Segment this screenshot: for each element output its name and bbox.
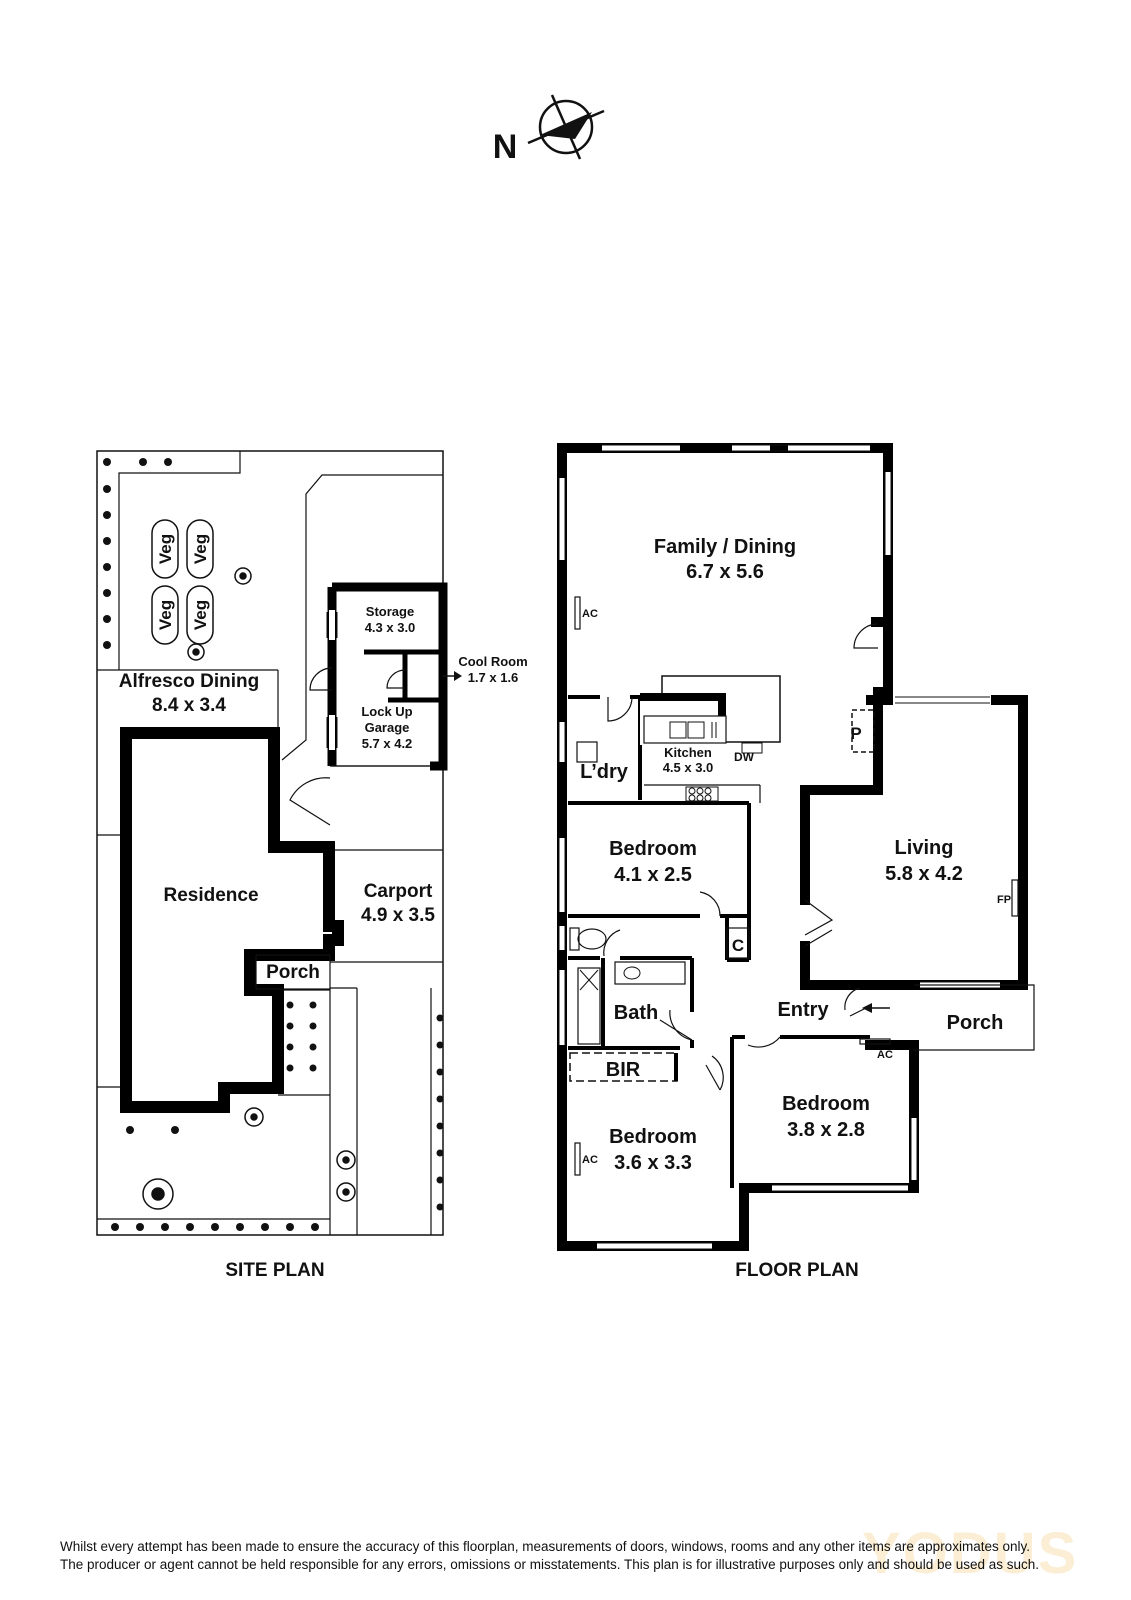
bedroom-1-name: Bedroom xyxy=(609,838,697,860)
north-compass-icon: N xyxy=(493,94,605,166)
site-plan: Veg Veg Veg Veg xyxy=(96,450,528,1281)
family-dining-name: Family / Dining xyxy=(654,536,796,558)
site-boundary xyxy=(96,450,444,1236)
carport-name: Carport xyxy=(364,881,433,902)
site-porch-name: Porch xyxy=(266,962,320,983)
veg-bed-2: Veg xyxy=(186,519,214,579)
storage-name: Storage xyxy=(366,604,414,619)
ac-label-bedroom-3: AC xyxy=(877,1049,893,1061)
disclaimer-line-2: The producer or agent cannot be held res… xyxy=(60,1557,1040,1572)
svg-text:Veg: Veg xyxy=(191,600,210,630)
alfresco-name: Alfresco Dining xyxy=(119,671,259,692)
family-dining-size: 6.7 x 5.6 xyxy=(686,561,764,583)
pantry-label: P xyxy=(850,724,861,743)
laundry-tub-icon xyxy=(576,741,598,763)
veg-bed-1: Veg xyxy=(151,519,179,579)
svg-text:Veg: Veg xyxy=(156,534,175,564)
porch-name: Porch xyxy=(947,1012,1004,1034)
kitchen-size: 4.5 x 3.0 xyxy=(663,760,714,775)
bedroom-2-name: Bedroom xyxy=(609,1126,697,1148)
front-porch xyxy=(914,984,1035,1051)
bedroom-3-name: Bedroom xyxy=(782,1093,870,1115)
vanity-icon xyxy=(614,961,686,985)
site-porch xyxy=(255,954,331,990)
tree-icons xyxy=(142,567,356,1210)
entry-name: Entry xyxy=(777,999,829,1021)
kitchen-name: Kitchen xyxy=(664,745,712,760)
veg-bed-4: Veg xyxy=(186,585,214,645)
fireplace-label: FP xyxy=(997,894,1011,906)
laundry-name: L’dry xyxy=(580,761,629,783)
ac-label-family: AC xyxy=(582,608,598,620)
ac-label-bedroom-2: AC xyxy=(582,1154,598,1166)
pantry-cupboard xyxy=(851,709,875,753)
bir-name: BIR xyxy=(606,1059,641,1081)
alfresco-size: 8.4 x 3.4 xyxy=(152,695,226,716)
residence-name: Residence xyxy=(163,885,258,906)
garage-name-1: Lock Up xyxy=(361,704,412,719)
agency-watermark: YODUS xyxy=(862,1521,1079,1586)
carport-size: 4.9 x 3.5 xyxy=(361,905,435,926)
dishwasher-label: DW xyxy=(734,750,755,764)
residence-walls xyxy=(120,727,344,1113)
floor-plan-title: FLOOR PLAN xyxy=(735,1260,859,1281)
storage-size: 4.3 x 3.0 xyxy=(365,620,416,635)
bath-name: Bath xyxy=(614,1002,658,1024)
north-letter: N xyxy=(493,128,518,166)
bedroom-1-size: 4.1 x 2.5 xyxy=(614,864,692,886)
disclaimer: Whilst every attempt has been made to en… xyxy=(60,1538,1100,1574)
toilet-icon xyxy=(569,927,607,951)
interior-walls xyxy=(568,695,870,1188)
bedroom-3-size: 3.8 x 2.8 xyxy=(787,1119,865,1141)
cool-room-name: Cool Room xyxy=(458,654,527,669)
site-plan-title: SITE PLAN xyxy=(225,1260,324,1281)
shrub-icons xyxy=(103,458,444,1231)
window-lines xyxy=(558,444,1000,1250)
svg-text:Veg: Veg xyxy=(191,534,210,564)
window-gaps xyxy=(559,445,1000,1249)
cool-room-size: 1.7 x 1.6 xyxy=(468,670,519,685)
cupboard-label: C xyxy=(732,936,744,955)
garage-name-2: Garage xyxy=(365,720,410,735)
disclaimer-line-1: Whilst every attempt has been made to en… xyxy=(60,1539,1030,1554)
veg-bed-3: Veg xyxy=(151,585,179,645)
floor-plan: Family / Dining 6.7 x 5.6 Kitchen 4.5 x … xyxy=(557,443,1035,1281)
door-swings xyxy=(603,623,879,1091)
bedroom-2-size: 3.6 x 3.3 xyxy=(614,1152,692,1174)
garage-size: 5.7 x 4.2 xyxy=(362,736,413,751)
living-size: 5.8 x 4.2 xyxy=(885,863,963,885)
bathtub-icon xyxy=(577,967,601,1045)
living-name: Living xyxy=(895,837,954,859)
cooktop-icon xyxy=(688,787,712,802)
svg-text:Veg: Veg xyxy=(156,600,175,630)
